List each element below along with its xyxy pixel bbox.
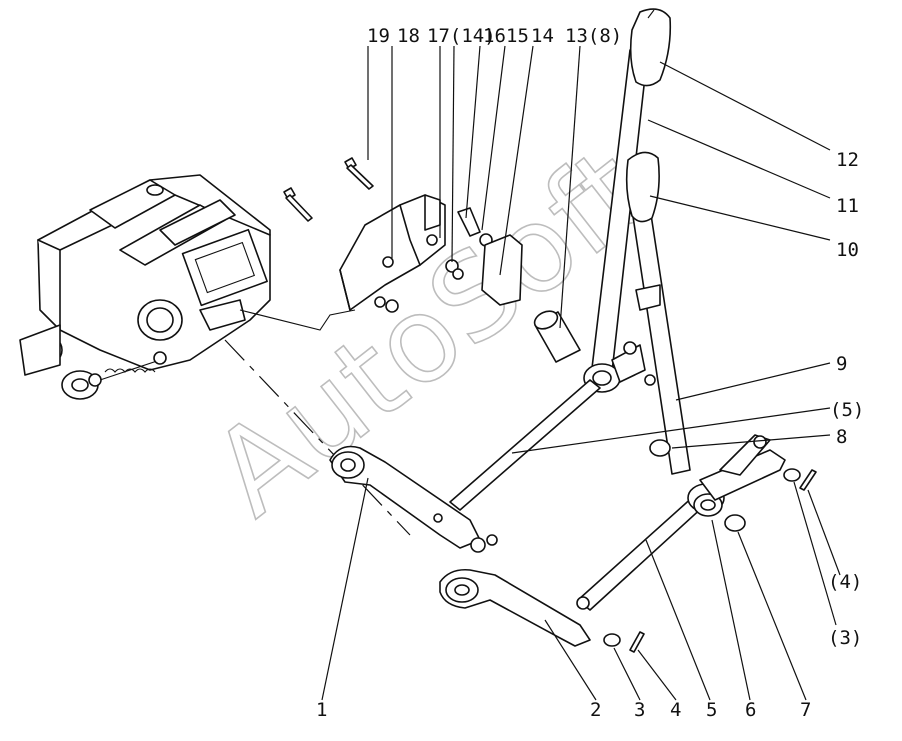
callout-18: 18 — [397, 25, 420, 47]
washer-3-pin-4 — [603, 631, 645, 653]
callout-6: 6 — [745, 699, 756, 721]
callout-12: 12 — [836, 149, 859, 171]
gearbox-housing — [19, 174, 271, 400]
pin-4-right — [799, 469, 817, 491]
bushing-6 — [687, 434, 786, 517]
plate-14 — [481, 234, 523, 306]
break-line — [239, 309, 356, 331]
knob-10 — [625, 151, 660, 223]
callout-11: 11 — [836, 195, 859, 217]
callout-9: 9 — [836, 353, 847, 375]
rod-5-end — [576, 596, 590, 610]
bushing-8 — [649, 439, 671, 457]
pin-8 — [753, 435, 767, 449]
callout-5p: (5) — [830, 399, 864, 421]
callout-16: 16 — [483, 25, 506, 47]
rod-upper — [449, 379, 601, 511]
callout-14: 14 — [531, 25, 554, 47]
callout-4: 4 — [670, 699, 681, 721]
lever-1 — [329, 445, 498, 553]
callout-4p: (4) — [828, 571, 862, 593]
washer-3-right — [783, 468, 801, 482]
callout-3p: (3) — [828, 627, 862, 649]
callout-2: 2 — [590, 699, 601, 721]
callout-1: 1 — [316, 699, 327, 721]
callout-10: 10 — [836, 239, 859, 261]
callout-8: 8 — [836, 426, 847, 448]
bolt-19-upper — [344, 157, 374, 190]
callout-labels: 19 18 17(14) 16 15 14 13(8) 12 11 10 9 (… — [316, 25, 864, 721]
washer-7 — [724, 514, 746, 532]
fasteners-14-17 — [445, 207, 493, 280]
center-line — [224, 339, 411, 536]
lever-9 — [631, 207, 691, 475]
lever-2 — [439, 568, 591, 647]
callout-7: 7 — [800, 699, 811, 721]
bushing-13 — [533, 310, 581, 363]
rod-5 — [577, 494, 706, 611]
leader-lines — [321, 45, 841, 701]
callout-5: 5 — [706, 699, 717, 721]
knob-12 — [629, 8, 672, 87]
callout-17: 17(14) — [427, 25, 496, 47]
callout-13: 13(8) — [565, 25, 622, 47]
bolt-19-lower — [283, 187, 313, 222]
callout-3: 3 — [634, 699, 645, 721]
callout-19: 19 — [367, 25, 390, 47]
callout-15: 15 — [506, 25, 529, 47]
